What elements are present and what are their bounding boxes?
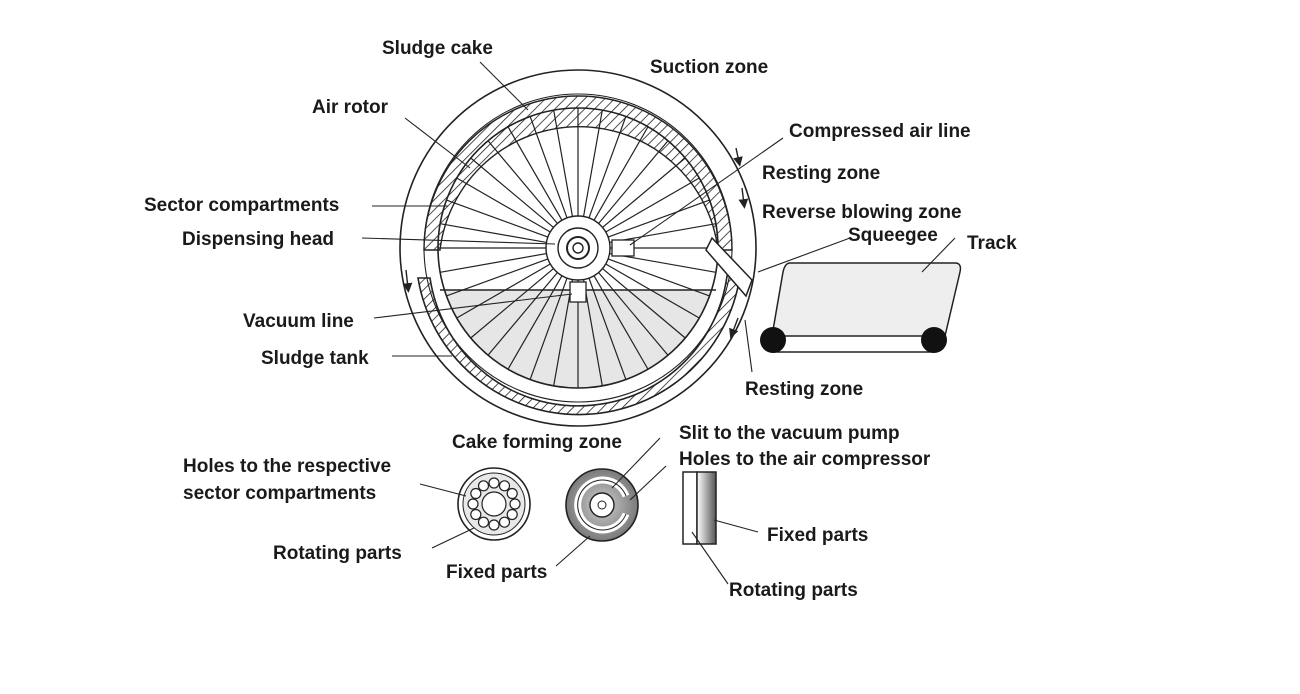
sector-hole [477,516,490,528]
label-rotating-parts-left: Rotating parts [273,543,402,564]
sector-divider [593,126,649,221]
label-track: Track [967,233,1017,254]
belt-track [760,262,962,353]
label-resting-zone-bottom: Resting zone [745,379,863,400]
sector-hole [498,480,511,492]
sector-divider [529,116,568,219]
label-fixed-parts-middle: Fixed parts [446,562,547,583]
label-resting-zone-top: Resting zone [762,163,880,184]
fixed-disc [565,468,639,542]
label-fixed-parts-right: Fixed parts [767,525,868,546]
sector-hole [506,487,518,500]
label-squeegee: Squeegee [848,225,938,246]
sector-divider [553,279,574,386]
sector-divider [456,263,551,319]
leader-lines [361,61,956,373]
sector-divider [607,199,710,238]
label-cake-forming-zone: Cake forming zone [452,432,622,453]
valve-side-view [682,471,717,545]
label-holes-sector-line1: Holes to the respective [183,456,391,477]
rotating-disc [457,467,531,541]
compressed-air-fitting [611,239,635,257]
sector-hole [509,498,521,510]
rotation-arrows [402,147,749,339]
sector-hole [470,487,482,500]
squeegee-blade [705,236,753,298]
label-reverse-blowing-zone: Reverse blowing zone [762,202,962,223]
sector-divider [598,272,669,356]
sector-divider [507,275,563,370]
sector-divider [440,223,547,244]
sector-divider [582,279,603,386]
sector-divider [440,252,547,273]
sector-divider [507,126,563,221]
sector-divider [588,277,627,380]
roller-left [760,327,786,353]
sector-divider [553,110,574,217]
sector-holes [467,477,521,531]
sector-hole [498,516,511,528]
sector-hole [470,508,482,521]
sector-divider [605,177,700,233]
label-dispensing-head: Dispensing head [182,229,334,250]
label-holes-sector-line2: sector compartments [183,483,376,504]
sector-divider [487,272,558,356]
sector-divider [470,268,554,339]
sector-hole [477,480,490,492]
sector-divider [605,263,700,319]
sector-divider [609,223,716,244]
sector-divider [609,252,716,273]
sector-divider [607,258,710,297]
label-slit-vacuum-pump: Slit to the vacuum pump [679,423,900,444]
dispensing-head [545,215,611,281]
sector-divider [582,110,603,217]
sector-divider [446,199,549,238]
sector-divider [602,268,686,339]
sector-hole [467,498,479,510]
label-vacuum-line: Vacuum line [243,311,354,332]
label-compressed-air-line: Compressed air line [789,121,971,142]
label-sector-compartments: Sector compartments [144,195,339,216]
sector-divider [588,116,627,219]
label-sludge-cake: Sludge cake [382,38,493,59]
bottom-leader-lines [419,437,759,585]
sector-divider [598,140,669,224]
sector-hole [506,508,518,521]
sector-hole [488,519,500,531]
rotary-drum-filter [399,69,757,427]
roller-right [921,327,947,353]
sector-divider [456,177,551,233]
sector-hole [488,477,500,489]
label-rotating-parts-right: Rotating parts [729,580,858,601]
label-suction-zone: Suction zone [650,57,768,78]
sector-divider [487,140,558,224]
sector-compartment-dividers [438,108,718,388]
label-holes-air-compressor: Holes to the air compressor [679,449,931,470]
sector-divider [470,157,554,228]
label-sludge-tank: Sludge tank [261,348,369,369]
sector-divider [446,258,549,297]
sector-divider [602,157,686,228]
vacuum-line-fitting [569,281,587,303]
label-air-rotor: Air rotor [312,97,389,118]
rotation-path [399,69,757,427]
sector-divider [593,275,649,370]
